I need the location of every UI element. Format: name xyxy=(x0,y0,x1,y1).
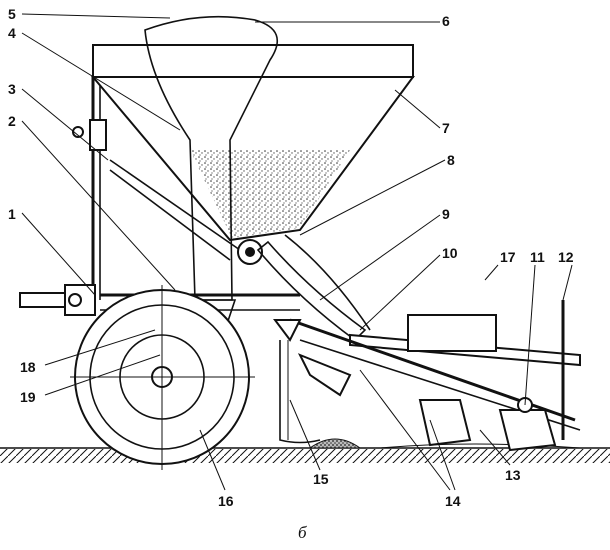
label-13: 13 xyxy=(505,467,521,483)
label-12: 12 xyxy=(558,249,574,265)
label-15: 15 xyxy=(313,471,329,487)
hopper xyxy=(90,76,415,242)
label-18: 18 xyxy=(20,359,36,375)
support-wheel xyxy=(70,285,255,470)
sowing-apparatus xyxy=(237,239,263,265)
label-6: 6 xyxy=(442,13,450,29)
label-5: 5 xyxy=(8,6,16,22)
figure-caption: б xyxy=(298,523,307,542)
leader-lines xyxy=(21,13,573,491)
label-17: 17 xyxy=(500,249,516,265)
label-8: 8 xyxy=(447,152,455,168)
label-14: 14 xyxy=(445,493,461,509)
coulter-assembly xyxy=(289,300,581,452)
label-7: 7 xyxy=(442,120,450,136)
label-19: 19 xyxy=(20,389,36,405)
label-16: 16 xyxy=(218,493,234,509)
seed-tube xyxy=(256,234,371,342)
labels: 1 2 3 4 5 6 7 8 9 10 11 12 13 14 15 16 1… xyxy=(8,6,574,542)
label-4: 4 xyxy=(8,25,16,41)
label-3: 3 xyxy=(8,81,16,97)
label-2: 2 xyxy=(8,113,16,129)
hitch xyxy=(19,284,96,316)
label-1: 1 xyxy=(8,206,16,222)
label-10: 10 xyxy=(442,245,458,261)
label-9: 9 xyxy=(442,206,450,222)
label-11: 11 xyxy=(530,249,545,265)
